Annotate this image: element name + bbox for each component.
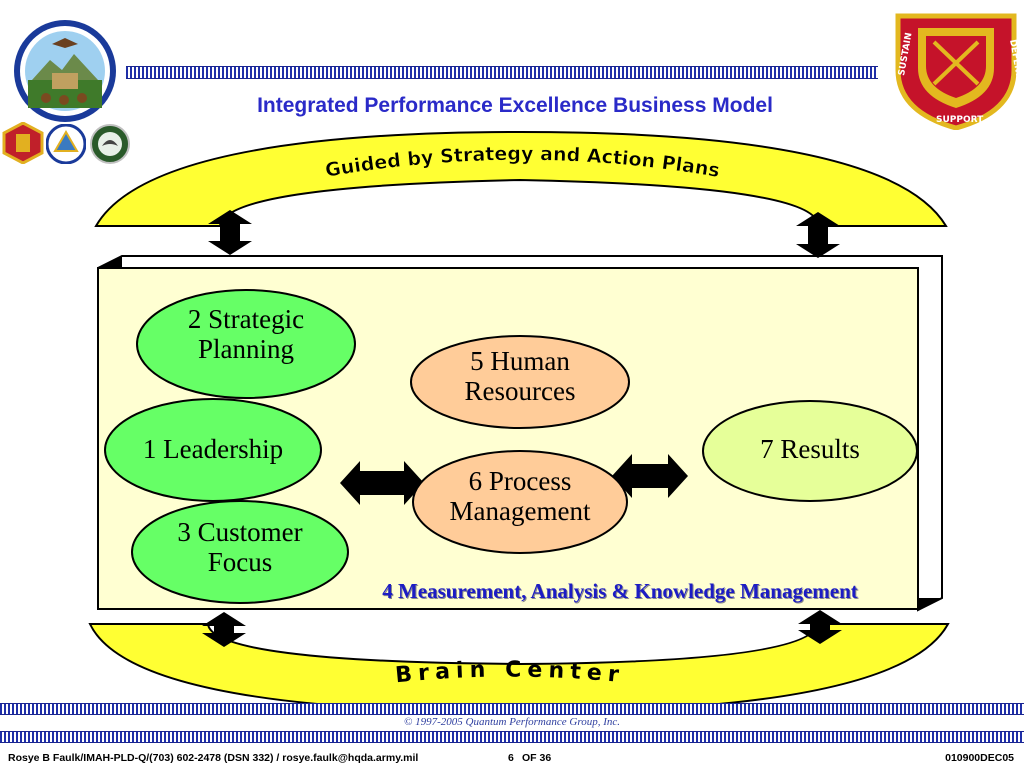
top-right-double-arrow bbox=[796, 212, 840, 258]
bottom-arc-band bbox=[88, 623, 950, 714]
page-number: 6 bbox=[508, 752, 514, 764]
strategic-planning-label: 2 Strategic Planning bbox=[187, 304, 305, 365]
document-code: 010900DEC05 bbox=[945, 752, 1014, 764]
left-horizontal-double-arrow bbox=[340, 461, 424, 505]
command-seal bbox=[46, 124, 86, 164]
measurement-analysis-label: 4 Measurement, Analysis & Knowledge Mana… bbox=[382, 579, 858, 603]
customer-focus-label: 3 Customer Focus bbox=[177, 517, 303, 578]
right-insignia-support: SUPPORT bbox=[936, 115, 984, 125]
human-resources-label: 5 Human Resources bbox=[464, 346, 576, 407]
slide-title: Integrated Performance Excellence Busine… bbox=[257, 94, 773, 117]
footer-contact: Rosye B Faulk/IMAH-PLD-Q/(703) 602-2478 … bbox=[8, 752, 419, 764]
results-label: 7 Results bbox=[760, 434, 860, 464]
top-left-double-arrow bbox=[208, 210, 252, 255]
bottom-right-double-arrow bbox=[798, 610, 842, 644]
header-stripe bbox=[126, 66, 878, 79]
strategic-planning-oval bbox=[136, 289, 356, 399]
sustain-support-defend-insignia: SUSTAIN SUPPORT DEFEND bbox=[895, 13, 1022, 130]
leadership-oval bbox=[104, 398, 322, 502]
eagle-seal bbox=[90, 124, 130, 164]
footer-stripe-top bbox=[0, 703, 1024, 715]
top-arc-band bbox=[94, 130, 948, 227]
army-insignia bbox=[2, 122, 44, 164]
process-management-oval bbox=[412, 450, 628, 554]
right-horizontal-double-arrow bbox=[612, 454, 688, 498]
bottom-left-double-arrow bbox=[202, 612, 246, 647]
customer-focus-oval bbox=[131, 500, 349, 604]
installation-management-seal bbox=[14, 20, 116, 122]
process-management-label: 6 Process Management bbox=[449, 466, 591, 527]
page-total: OF 36 bbox=[522, 752, 552, 764]
leadership-label: 1 Leadership bbox=[142, 434, 284, 464]
footer-stripe-bottom bbox=[0, 731, 1024, 743]
copyright-text: © 1997-2005 Quantum Performance Group, I… bbox=[403, 716, 620, 728]
human-resources-oval bbox=[410, 335, 630, 429]
results-oval bbox=[702, 400, 918, 502]
